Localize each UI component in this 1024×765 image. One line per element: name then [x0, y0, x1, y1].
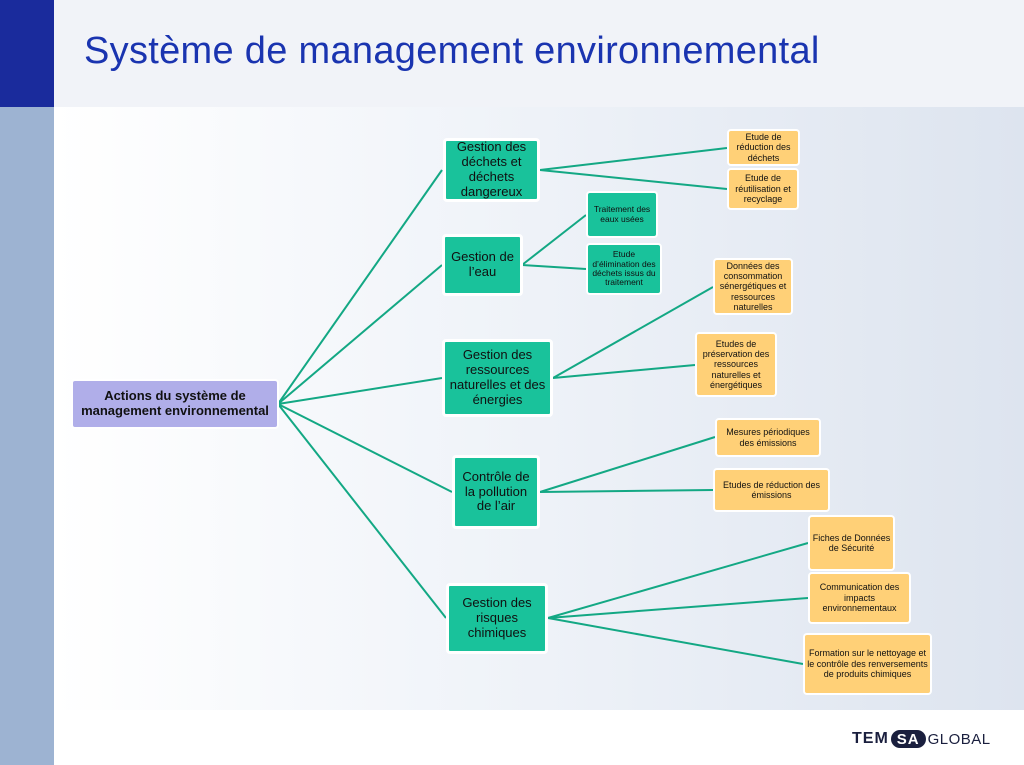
branch-dechets: Gestion des déchets et déchets dangereux: [443, 138, 540, 202]
connector-air-to-leaf-2: [539, 489, 714, 493]
branch-eau: Gestion de l’eau: [442, 234, 523, 296]
branch-risques: Gestion des risques chimiques: [446, 583, 548, 654]
logo-text-sa: SA: [890, 730, 926, 748]
leaf-air-reduction: Etudes de réduction des émissions: [713, 468, 830, 512]
connector-risques-to-leaf-1: [547, 542, 809, 619]
connector-root-to-ressources: [277, 377, 443, 405]
connector-eau-to-leaf-2: [521, 264, 587, 270]
connector-root-to-eau: [277, 264, 443, 405]
connector-root-to-air: [277, 403, 453, 493]
leaf-air-mesures: Mesures périodiques des émissions: [715, 418, 821, 457]
branch-ressources: Gestion des ressources naturelles et des…: [442, 339, 553, 417]
leaf-ressources-preservation: Etudes de préservation des ressources na…: [695, 332, 777, 397]
connector-ressources-to-leaf-2: [552, 364, 696, 379]
connector-root-to-risques: [277, 403, 447, 619]
footer-band: [54, 710, 1024, 765]
temsa-global-logo: TEM SA GLOBAL: [852, 727, 991, 751]
connector-risques-to-leaf-2: [547, 597, 809, 619]
leaf-dechets-reduction: Etude de réduction des déchets: [727, 129, 800, 166]
branch-air: Contrôle de la pollution de l’air: [452, 455, 540, 529]
leaf-risques-fiches: Fiches de Données de Sécurité: [808, 515, 895, 571]
connector-ressources-to-leaf-1: [552, 286, 714, 379]
side-band: [0, 107, 54, 765]
leaf-risques-formation: Formation sur le nettoyage et le contrôl…: [803, 633, 932, 695]
connector-root-to-dechets: [277, 169, 443, 405]
leaf-dechets-recyclage: Etude de réutilisation et recyclage: [727, 168, 799, 210]
leaf-risques-communication: Communication des impacts environnementa…: [808, 572, 911, 624]
leaf-eau-traitement: Traitement des eaux usées: [586, 191, 658, 238]
header-accent: [0, 0, 54, 107]
connector-risques-to-leaf-3: [547, 617, 804, 665]
connector-air-to-leaf-1: [539, 436, 716, 493]
leaf-eau-elimination: Etude d’élimination des déchets issus du…: [586, 243, 662, 295]
logo-text-global: GLOBAL: [927, 730, 991, 748]
root-node: Actions du système de management environ…: [71, 379, 279, 429]
logo-text-tem: TEM: [852, 730, 889, 747]
header-band: [0, 0, 1024, 107]
connector-dechets-to-leaf-1: [539, 147, 728, 171]
connector-eau-to-leaf-1: [521, 214, 587, 266]
connector-dechets-to-leaf-2: [539, 169, 728, 190]
leaf-ressources-donnees: Données des consommation sénergétiques e…: [713, 258, 793, 315]
page-title: Système de management environnemental: [84, 30, 820, 72]
